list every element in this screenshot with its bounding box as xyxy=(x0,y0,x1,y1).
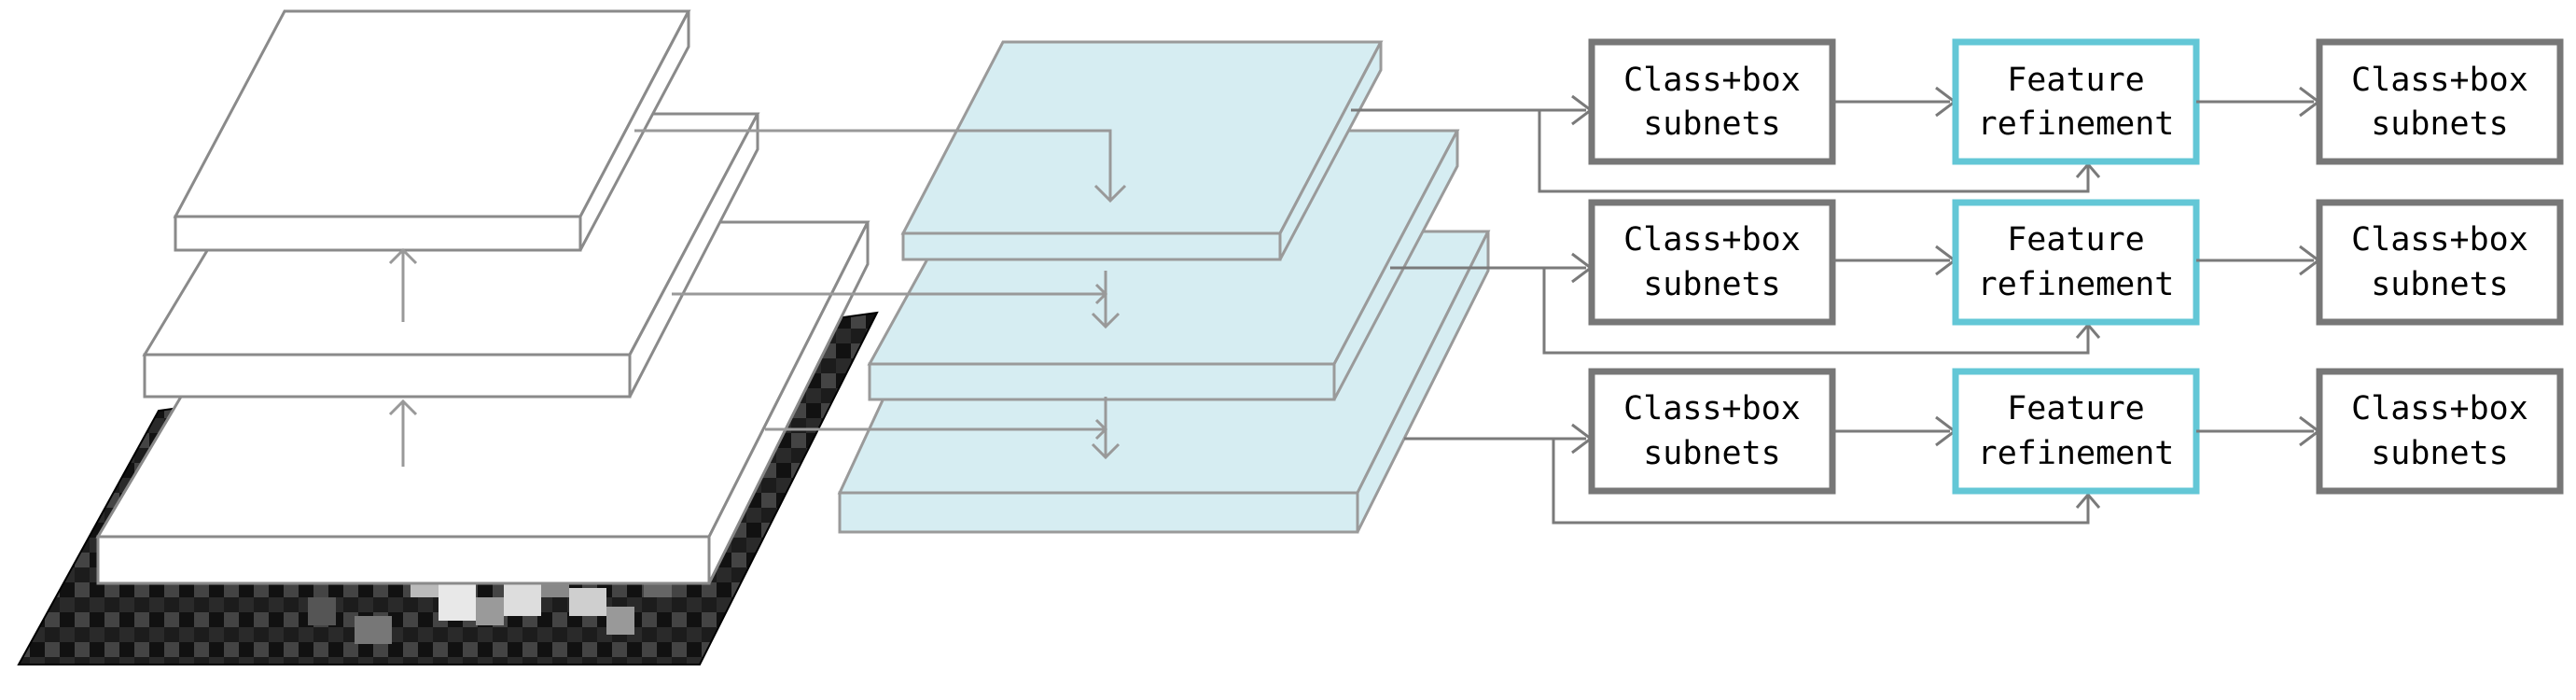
label-line1: Class+box xyxy=(1623,62,1801,99)
label-line2: refinement xyxy=(1978,435,2175,472)
class-box-subnet-stage1 xyxy=(1588,38,1836,165)
label-line1: Class+box xyxy=(2351,221,2528,259)
label-line1: Class+box xyxy=(2351,62,2528,99)
head-row-2: Class+box subnets Feature refinement Cla… xyxy=(1588,199,2564,326)
head-row-1: Class+box subnets Feature refinement Cla… xyxy=(1588,38,2564,165)
label-line2: subnets xyxy=(2371,435,2509,472)
label-line2: subnets xyxy=(1643,105,1781,143)
label-line2: subnets xyxy=(1643,266,1781,303)
label-line1: Feature xyxy=(2007,221,2145,259)
label-line2: subnets xyxy=(2371,266,2509,303)
head-row-3: Class+box subnets Feature refinement Cla… xyxy=(1588,368,2564,495)
lateral-connections xyxy=(634,129,1127,460)
label-line1: Feature xyxy=(2007,390,2145,427)
label-line1: Class+box xyxy=(1623,390,1801,427)
class-box-subnet-stage2 xyxy=(2316,199,2564,326)
label-line2: subnets xyxy=(2371,105,2509,143)
label-line2: refinement xyxy=(1978,105,2175,143)
label-line1: Class+box xyxy=(1623,221,1801,259)
head-connections xyxy=(1351,94,2101,525)
label-line1: Feature xyxy=(2007,62,2145,99)
label-line1: Class+box xyxy=(2351,390,2528,427)
feature-refinement-box xyxy=(1952,199,2200,326)
label-line2: subnets xyxy=(1643,435,1781,472)
class-box-subnet-stage1 xyxy=(1588,199,1836,326)
class-box-subnet-stage2 xyxy=(2316,368,2564,495)
class-box-subnet-stage2 xyxy=(2316,38,2564,165)
label-line2: refinement xyxy=(1978,266,2175,303)
class-box-subnet-stage1 xyxy=(1588,368,1836,495)
bottom-up-arrows xyxy=(388,247,418,467)
feature-refinement-box xyxy=(1952,38,2200,165)
fpn-layer-top xyxy=(900,40,1384,261)
